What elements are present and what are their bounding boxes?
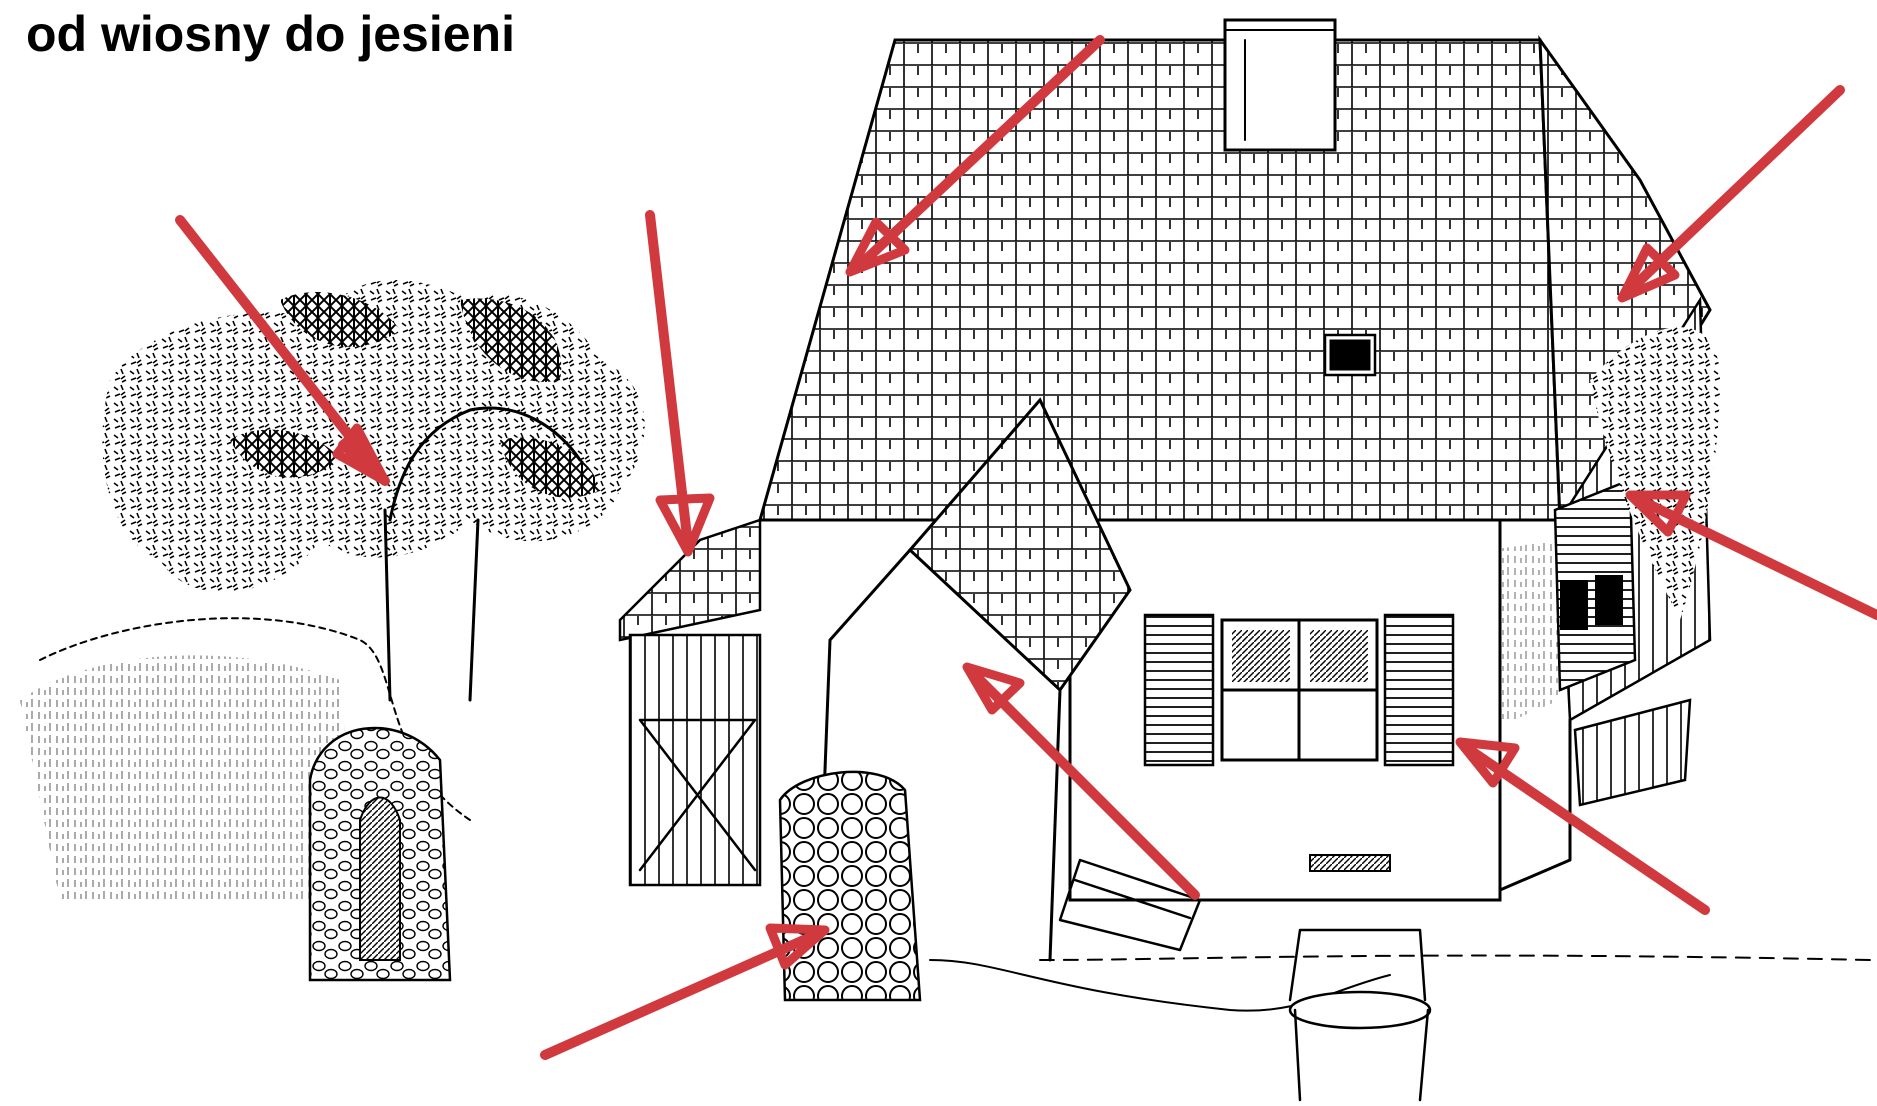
stone-shrine bbox=[310, 728, 450, 980]
arrow-to-shed-roof bbox=[650, 215, 710, 552]
window-with-shutters bbox=[1145, 615, 1453, 765]
woodshed bbox=[620, 520, 760, 885]
arrow-to-gable-window bbox=[1622, 90, 1840, 298]
arrow-to-firewood bbox=[545, 928, 825, 1055]
tree bbox=[102, 280, 644, 700]
firewood-pile bbox=[780, 772, 920, 1000]
cellar-entrance bbox=[1575, 700, 1690, 805]
house-roof bbox=[760, 20, 1710, 520]
